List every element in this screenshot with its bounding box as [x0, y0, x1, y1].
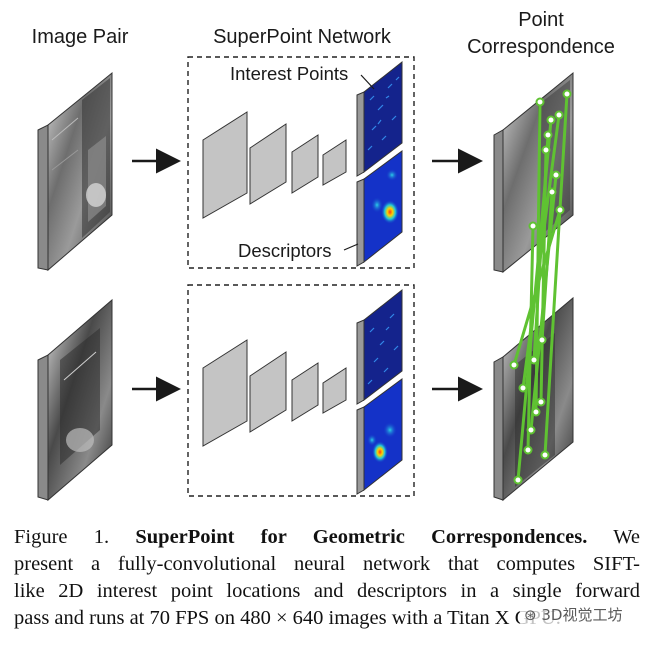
match-points [509, 89, 572, 485]
correspondence-label-line2: Correspondence [467, 36, 615, 58]
descriptors-leader [343, 243, 359, 251]
descriptors-label: Descriptors [238, 240, 332, 261]
caption-title: SuperPoint for Geometric Correspondences… [135, 526, 588, 548]
caption-figure-label: Figure 1. [14, 526, 110, 548]
superpoint-figure: Image Pair SuperPoint Network Point Corr… [32, 9, 615, 502]
wechat-icon: ⊛ [524, 606, 537, 624]
network-box-top [187, 56, 415, 269]
encoder-layers-top [202, 111, 347, 219]
network-label: SuperPoint Network [213, 26, 392, 48]
input-image-top [37, 71, 113, 272]
figure-caption: Figure 1. SuperPoint for Geometric Corre… [14, 524, 640, 632]
network-box-bottom [187, 284, 415, 497]
descriptor-map-top [356, 150, 403, 267]
interest-points-leader [360, 74, 375, 90]
correspondence-label-line1: Point [518, 9, 564, 31]
caption-line-1: Figure 1. SuperPoint for Geometric Corre… [14, 524, 640, 551]
caption-line-4: pass and runs at 70 FPS on 480 × 640 ima… [14, 607, 561, 629]
caption-line-2: present a fully-convolutional neural net… [14, 553, 640, 575]
watermark-text: 3D视觉工坊 [541, 606, 623, 624]
interest-point-map-bottom [356, 288, 403, 405]
watermark: ⊛ 3D视觉工坊 [520, 603, 627, 626]
caption-line-3: like 2D interest point locations and des… [14, 580, 640, 602]
encoder-layers-bottom [202, 339, 347, 447]
input-image-bottom [37, 298, 113, 502]
interest-point-map-top [356, 60, 403, 177]
descriptor-map-bottom [356, 378, 403, 495]
caption-line-1-tail: We [613, 526, 640, 548]
interest-points-label: Interest Points [230, 63, 348, 84]
image-pair-label: Image Pair [32, 26, 129, 48]
